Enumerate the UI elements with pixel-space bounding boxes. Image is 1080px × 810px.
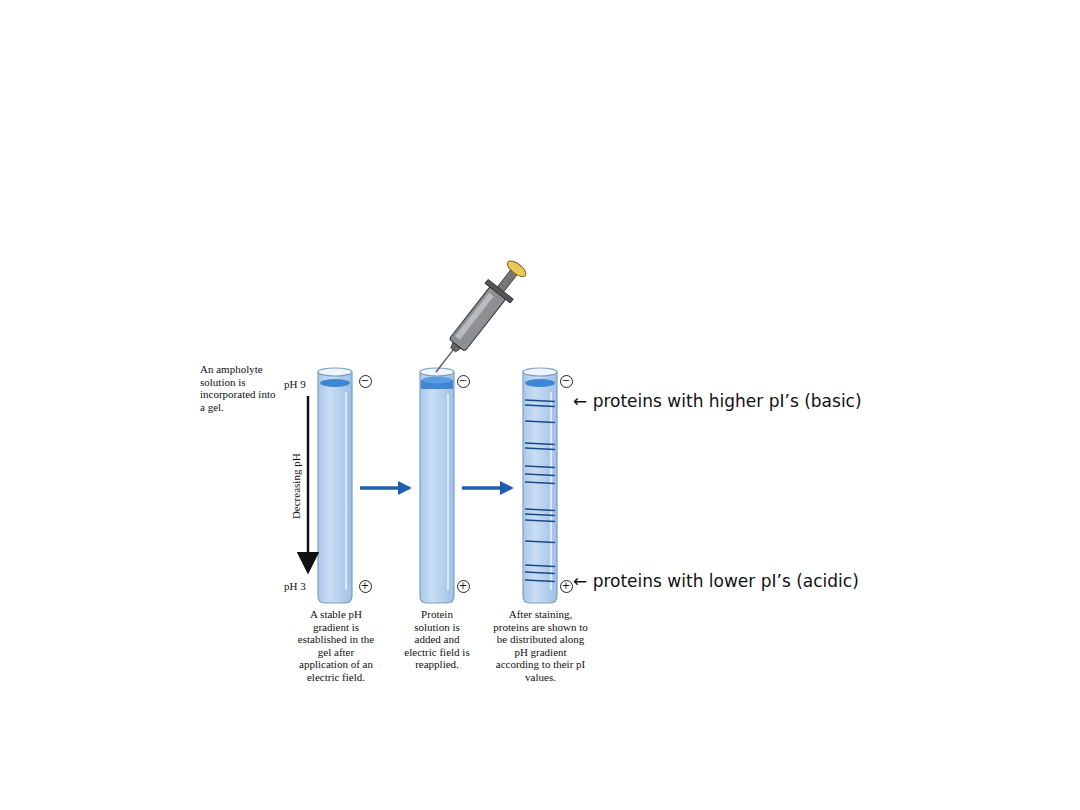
electrode-symbol: + [359, 580, 372, 593]
protein-band [525, 572, 555, 574]
protein-band [525, 580, 555, 582]
electrode-sign: + [459, 581, 467, 591]
gel-tube [523, 368, 557, 603]
step-caption: Protein solution is added and electric f… [403, 608, 471, 671]
electrode-sign: − [361, 376, 369, 386]
protein-band [525, 421, 555, 423]
protein-band [525, 400, 555, 402]
protein-band [525, 514, 555, 516]
step-note: An ampholyte solution is incorporated in… [200, 363, 282, 413]
protein-band [525, 448, 555, 450]
protein-band [525, 405, 555, 407]
gradient-arrow [307, 396, 310, 570]
electrode-symbol: − [457, 375, 470, 388]
protein-band [525, 520, 555, 522]
protein-band [525, 474, 555, 476]
protein-band [525, 509, 555, 511]
electrode-symbol: + [560, 580, 573, 593]
protein-band [525, 443, 555, 445]
electrode-sign: − [562, 376, 570, 386]
ph-label: pH 3 [284, 580, 314, 593]
callout-label: ← proteins with lower pI’s (acidic) [573, 570, 923, 592]
protein-band [525, 466, 555, 468]
protein-band [525, 482, 555, 484]
electrode-symbol: − [359, 375, 372, 388]
process-arrows [360, 488, 511, 489]
gel-tube [420, 368, 454, 603]
process-arrow [360, 486, 409, 490]
electrode-sign: − [459, 376, 467, 386]
electrode-sign: + [361, 581, 369, 591]
axis-label: Decreasing pH [290, 436, 303, 536]
step-caption: A stable pH gradient is established in t… [296, 608, 376, 683]
process-arrow [462, 486, 511, 490]
electrode-sign: + [562, 581, 570, 591]
protein-band [525, 541, 555, 543]
electrode-symbol: + [457, 580, 470, 593]
callout-label: ← proteins with higher pI’s (basic) [573, 390, 923, 412]
protein-band [525, 565, 555, 567]
syringe [423, 255, 532, 382]
ph-label: pH 9 [284, 378, 314, 391]
electrode-symbol: − [560, 375, 573, 388]
gel-tube [318, 368, 352, 603]
step-caption: After staining, proteins are shown to be… [493, 608, 588, 683]
